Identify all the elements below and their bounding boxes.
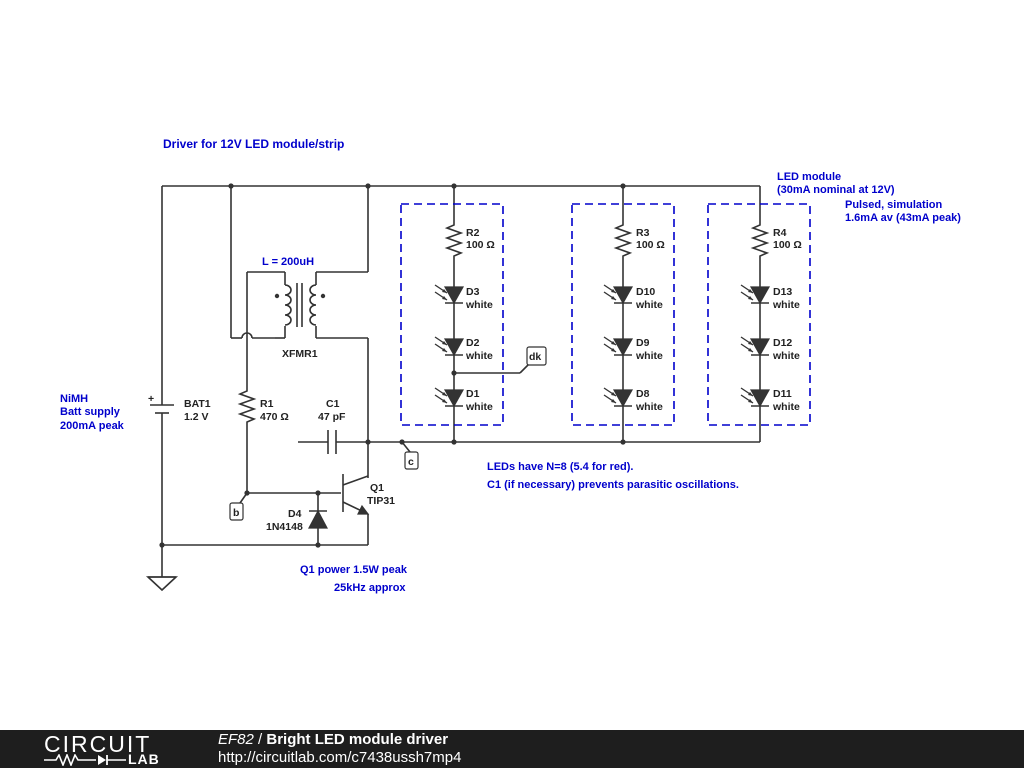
transformer-xfmr1 <box>274 283 326 327</box>
svg-text:+: + <box>148 393 154 405</box>
circuit-id: EF82 <box>218 731 254 748</box>
d2-name: D2 <box>466 337 480 349</box>
led-string-1 <box>434 186 465 442</box>
circuit-name: Bright LED module driver <box>266 731 449 748</box>
svg-text:Batt supply: Batt supply <box>60 406 121 418</box>
c1-value: 47 pF <box>318 411 346 423</box>
diode-d4 <box>308 509 328 529</box>
r4-name: R4 <box>773 227 787 239</box>
xfmr1-inductance: L = 200uH <box>262 256 314 268</box>
note-pulsed: Pulsed, simulation 1.6mA av (43mA peak) <box>845 199 961 224</box>
d4-value: 1N4148 <box>266 521 303 533</box>
node-tag-dk <box>526 346 547 366</box>
d3-name: D3 <box>466 286 480 298</box>
led-module-box-2 <box>571 203 675 426</box>
r3-value: 100 Ω <box>636 239 665 251</box>
transistor-q1 <box>342 474 370 515</box>
r2-value: 100 Ω <box>466 239 495 251</box>
footer-separator: / <box>253 731 267 748</box>
led-string-3 <box>740 186 771 442</box>
r1-name: R1 <box>260 398 274 410</box>
q1-value: TIP31 <box>367 495 395 507</box>
resistor-r1 <box>237 388 257 425</box>
circuitlab-logo-text: CIRCUIT <box>44 731 152 757</box>
led-module-box-3 <box>707 203 811 426</box>
d8-name: D8 <box>636 388 650 400</box>
circuit-url-link[interactable]: http://circuitlab.com/c7438ussh7mp4 <box>218 749 462 766</box>
xfmr1-name: XFMR1 <box>282 348 318 360</box>
r3-name: R3 <box>636 227 650 239</box>
svg-text:1.6mA av (43mA peak): 1.6mA av (43mA peak) <box>845 212 961 224</box>
footer-title: EF82 / Bright LED module driver <box>218 731 448 748</box>
circuitlab-logo-lab: LAB <box>128 751 160 767</box>
d1-name: D1 <box>466 388 480 400</box>
note-led-module: LED module (30mA nominal at 12V) <box>777 171 895 196</box>
svg-text:C1 (if necessary) prevents par: C1 (if necessary) prevents parasitic osc… <box>487 479 739 491</box>
junction-dots <box>159 183 626 548</box>
circuit-schematic: Driver for 12V LED module/strip + BAT1 1… <box>60 137 961 594</box>
d11-value: white <box>772 401 800 413</box>
note-q1: Q1 power 1.5W peak 25kHz approx <box>300 564 408 594</box>
d12-value: white <box>772 350 800 362</box>
svg-text:200mA peak: 200mA peak <box>60 420 125 432</box>
led-string-2 <box>603 186 634 442</box>
note-battery: NiMH Batt supply 200mA peak <box>60 393 125 432</box>
footer-bar: CIRCUIT LAB EF82 / Bright LED module dri… <box>0 730 1024 768</box>
d3-value: white <box>465 299 493 311</box>
d10-value: white <box>635 299 663 311</box>
bat1-name: BAT1 <box>184 398 211 410</box>
d13-name: D13 <box>773 286 792 298</box>
node-tag-b <box>229 502 244 521</box>
capacitor-c1 <box>327 430 337 454</box>
d2-value: white <box>465 350 493 362</box>
r2-name: R2 <box>466 227 480 239</box>
c1-name: C1 <box>326 398 340 410</box>
svg-text:(30mA nominal at 12V): (30mA nominal at 12V) <box>777 184 895 196</box>
svg-text:LED module: LED module <box>777 171 841 183</box>
svg-text:25kHz approx: 25kHz approx <box>334 582 406 594</box>
svg-text:Pulsed, simulation: Pulsed, simulation <box>845 199 942 211</box>
svg-text:NiMH: NiMH <box>60 393 88 405</box>
d10-name: D10 <box>636 286 655 298</box>
d1-value: white <box>465 401 493 413</box>
d13-value: white <box>772 299 800 311</box>
d8-value: white <box>635 401 663 413</box>
d9-value: white <box>635 350 663 362</box>
battery-bat1: + <box>148 393 174 422</box>
r1-value: 470 Ω <box>260 411 289 423</box>
d12-name: D12 <box>773 337 792 349</box>
node-b-label: b <box>233 507 239 519</box>
r4-value: 100 Ω <box>773 239 802 251</box>
d9-name: D9 <box>636 337 650 349</box>
led-module-box-1 <box>400 203 504 426</box>
ground-symbol <box>145 576 179 592</box>
bat1-value: 1.2 V <box>184 411 209 423</box>
note-leds: LEDs have N=8 (5.4 for red). C1 (if nece… <box>487 461 739 491</box>
node-c-label: c <box>408 456 414 468</box>
schematic-title: Driver for 12V LED module/strip <box>163 137 344 151</box>
q1-name: Q1 <box>370 482 384 494</box>
svg-text:LEDs have N=8 (5.4 for red).: LEDs have N=8 (5.4 for red). <box>487 461 633 473</box>
node-tag-c <box>404 451 419 470</box>
circuitlab-logo-waveform-icon <box>44 754 126 766</box>
d11-name: D11 <box>773 388 792 400</box>
node-dk-label: dk <box>529 351 541 363</box>
d4-name: D4 <box>288 508 302 520</box>
svg-text:Q1 power 1.5W peak: Q1 power 1.5W peak <box>300 564 408 576</box>
